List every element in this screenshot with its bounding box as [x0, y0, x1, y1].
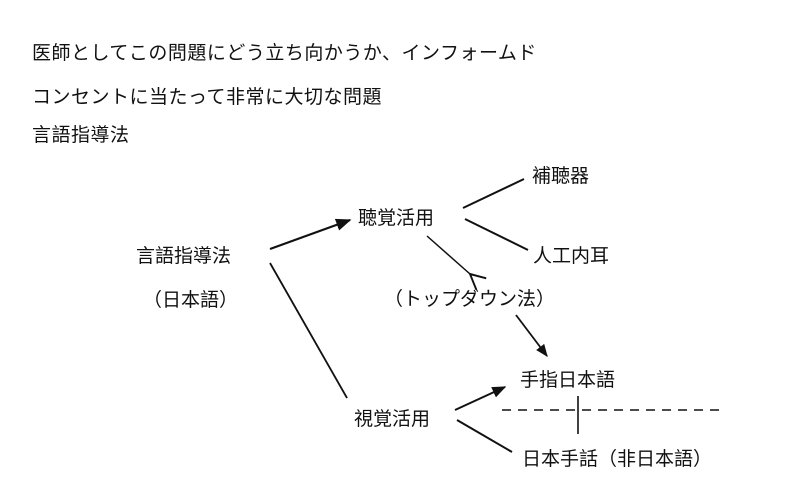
node-cochlear-implant: 人工内耳 [533, 245, 610, 267]
arrow-visual-to-signed [454, 386, 507, 411]
section-heading: 言語指導法 [32, 124, 130, 146]
node-auditory: 聴覚活用 [358, 207, 435, 229]
line-auditory-to-implant [464, 218, 529, 251]
line-visual-to-jsl [456, 419, 513, 453]
node-hearing-aid: 補聴器 [532, 165, 590, 187]
intro-line-2: コンセントに当たって非常に大切な問題 [32, 86, 383, 108]
node-root: 言語指導法 [136, 245, 232, 267]
arrow-root-to-auditory [269, 218, 352, 251]
node-signed-japanese: 手指日本語 [520, 369, 616, 391]
node-root-sub: （日本語） [143, 289, 239, 311]
arrow-topdown-to-auditory [426, 235, 470, 274]
line-auditory-to-hearing-aid [462, 178, 525, 209]
intro-line-1: 医師としてこの問題にどう立ち向かうか、インフォームド [32, 42, 537, 64]
node-visual: 視覚活用 [354, 408, 431, 430]
node-japanese-sign-language: 日本手話（非日本語） [522, 448, 713, 470]
line-root-to-visual [269, 262, 348, 399]
arrow-topdown-to-signed [515, 314, 548, 358]
node-top-down: （トップダウン法） [384, 288, 556, 310]
